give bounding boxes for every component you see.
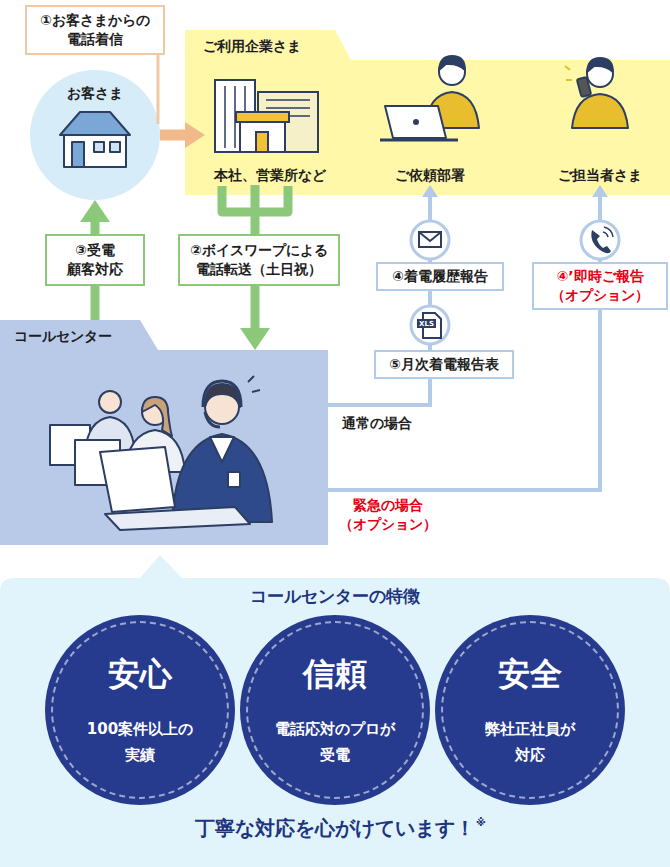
xls-icon — [411, 306, 449, 344]
node-text: 電話応対のプロが 受電 — [270, 717, 400, 768]
node-text: 弊社正社員が 対応 — [480, 717, 580, 768]
case-note: 通常の場合 — [342, 414, 412, 433]
feature-circle: 安心 100案件以上の 実績 — [45, 615, 235, 805]
icon-circle — [411, 221, 449, 259]
contact-person-item: ご担当者さま — [540, 70, 660, 185]
feature-circle: 安全弊社正社員が 対応 — [435, 615, 625, 805]
node-text: 丁寧な対応を心がけています！ — [195, 815, 475, 842]
node-text: 100案件以上の 実績 — [80, 717, 200, 768]
edge-label: ④着電履歴報告 — [376, 262, 504, 291]
node-title: コールセンターの特徴 — [250, 585, 420, 608]
client-band: ご利用企業さま本社、営業所など ご依頼部署 ご担当者さま — [185, 30, 670, 195]
case-note: 緊急の場合 （オプション） — [332, 496, 444, 534]
node-outline — [0, 350, 328, 545]
customer-circle: お客さま — [30, 70, 160, 200]
outline-path — [0, 320, 328, 545]
call-center-band: コールセンター — [0, 350, 328, 545]
envelope — [419, 232, 441, 247]
file-type-text: XLS — [417, 320, 436, 328]
node-title: ご依頼部署 — [370, 166, 490, 185]
outline-path — [0, 555, 670, 867]
office-item: 本社、営業所など — [205, 70, 335, 185]
node-title: ①お客さまからの 電話着信 — [27, 11, 163, 49]
icon-circle — [581, 221, 619, 259]
node-title: 本社、営業所など — [205, 166, 335, 185]
node-title: 安心 — [45, 655, 235, 693]
callout-box: ①お客さまからの 電話着信 — [25, 5, 165, 55]
department-item: ご依頼部署 — [370, 70, 490, 185]
connector — [160, 130, 185, 141]
feature-panel: コールセンターの特徴丁寧な対応を心がけています！安心100案件以上の 実績信頼電… — [0, 555, 670, 867]
edge-label: ③受電 顧客対応 — [45, 234, 145, 286]
phone-icon — [581, 221, 619, 259]
outline-path — [185, 30, 670, 195]
feature-circle: 信頼電話応対のプロが 受電 — [240, 615, 430, 805]
node-title: コールセンター — [14, 327, 112, 346]
node-title: ご担当者さま — [540, 166, 660, 185]
file-tag — [417, 319, 436, 328]
node-title: 安全 — [435, 655, 625, 693]
signal-arcs — [603, 227, 613, 237]
connector — [328, 197, 600, 490]
callout-leader — [157, 55, 160, 124]
node-title: お客さま — [30, 84, 160, 103]
report-label: ⑤月次着電報告表 — [374, 350, 514, 379]
edge-label: ②ボイスワープによる 電話転送（土日祝） — [178, 234, 340, 286]
node-title: ご利用企業さま — [203, 37, 301, 56]
mail-icon — [411, 221, 449, 259]
handset — [591, 230, 611, 253]
node-title: 信頼 — [240, 655, 430, 693]
edge-label: ④’即時ご報告 （オプション） — [532, 262, 668, 310]
icon-circle — [411, 306, 449, 344]
footnote-mark: ※ — [476, 818, 486, 828]
envelope-flap — [419, 232, 441, 241]
